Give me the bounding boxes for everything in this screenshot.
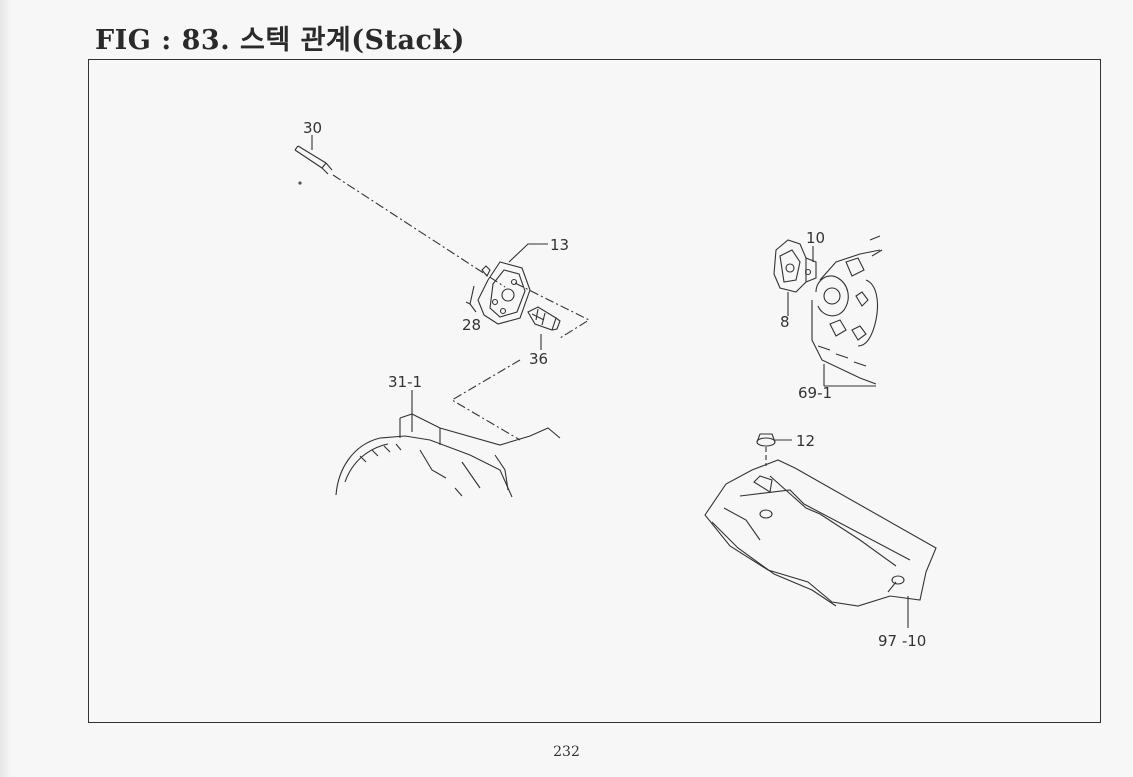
callout-13: 13 [550,236,569,254]
callout-28: 28 [462,316,481,334]
callout-10: 10 [806,229,825,247]
callout-31-1: 31-1 [388,373,422,391]
part-13-bracket [465,243,548,325]
page-number: 232 [553,744,580,760]
scan-edge [0,0,12,777]
callout-8: 8 [780,313,790,331]
callout-12: 12 [796,432,815,450]
figure-title: FIG : 83. 스텍 관계(Stack) [95,25,465,56]
alignment-line-stack [450,359,521,441]
alignment-line-rod [332,174,506,288]
callout-97-10: 97 -10 [878,632,926,650]
part-36-sensor [527,306,561,350]
part-69-1-casing [811,235,883,387]
part-31-1-body [335,390,561,498]
part-12-nut [756,433,792,466]
callout-30: 30 [303,119,322,137]
alignment-line-sensor [514,282,591,339]
callout-69-1: 69-1 [798,384,832,402]
part-30-rod [294,135,333,185]
figure-frame [88,59,1101,723]
part-8-bracket [773,239,817,316]
part-97-10-cover [704,459,937,628]
callout-36: 36 [529,350,548,368]
